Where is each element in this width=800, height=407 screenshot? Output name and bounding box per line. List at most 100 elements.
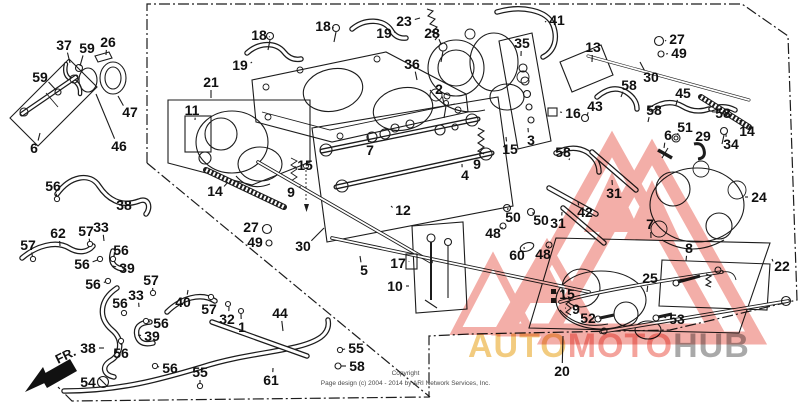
clamp-icon bbox=[142, 317, 150, 325]
part-label-38-24: 38 bbox=[80, 340, 96, 356]
leader-36-44 bbox=[414, 71, 418, 81]
part-label-43-62: 43 bbox=[587, 98, 603, 114]
part-label-9-92: 9 bbox=[572, 301, 580, 317]
part-label-47-5: 47 bbox=[122, 104, 138, 120]
part-label-12-72: 12 bbox=[395, 202, 411, 218]
automotohub-watermark-text: AUTOMOTOHUB bbox=[468, 329, 750, 363]
clamp-icon bbox=[336, 346, 344, 354]
copyright-note: Copyright Page design (c) 2004 - 2014 by… bbox=[318, 369, 493, 389]
part-label-30-71: 30 bbox=[295, 238, 311, 254]
part-label-32-30: 32 bbox=[219, 311, 235, 327]
part-label-55-28: 55 bbox=[192, 364, 208, 380]
part-label-44-31: 44 bbox=[272, 305, 288, 321]
part-label-38-8: 38 bbox=[116, 197, 132, 213]
leader-40-18 bbox=[186, 289, 189, 295]
clamp-icon bbox=[109, 255, 117, 263]
part-label-16-61: 16 bbox=[565, 105, 581, 121]
leader-46-6 bbox=[95, 93, 116, 139]
clamp-icon bbox=[96, 255, 104, 263]
part-label-56-7: 56 bbox=[45, 178, 61, 194]
part-label-59-1: 59 bbox=[79, 40, 95, 56]
leader-6-4 bbox=[37, 132, 41, 141]
part-label-58-55: 58 bbox=[715, 105, 731, 121]
clamp-icon bbox=[104, 277, 112, 285]
leader-59-3 bbox=[48, 81, 57, 91]
clamp-icon bbox=[120, 309, 128, 317]
part-label-34-59: 34 bbox=[723, 136, 739, 152]
copyright-line1: Copyright bbox=[391, 370, 420, 377]
part-label-49-50: 49 bbox=[671, 45, 687, 61]
part-label-58-33: 58 bbox=[349, 358, 365, 374]
part-label-23-42: 23 bbox=[396, 13, 412, 29]
part-label-50-79: 50 bbox=[533, 212, 549, 228]
part-label-39-15: 39 bbox=[119, 260, 135, 276]
part-label-56-22: 56 bbox=[153, 315, 169, 331]
leader-39-15 bbox=[112, 265, 117, 268]
part-label-19-39: 19 bbox=[232, 57, 248, 73]
leader-58-52 bbox=[620, 91, 624, 98]
leader-30-51 bbox=[639, 61, 645, 71]
part-label-41-46: 41 bbox=[549, 12, 565, 28]
leader-22-89 bbox=[771, 258, 774, 262]
part-label-14-60: 14 bbox=[739, 123, 755, 139]
leader-37-0 bbox=[66, 52, 71, 64]
part-label-15-65: 15 bbox=[502, 141, 518, 157]
part-label-29-58: 29 bbox=[695, 128, 711, 144]
part-label-56-20: 56 bbox=[112, 295, 128, 311]
part-label-14-37: 14 bbox=[207, 183, 223, 199]
leader-27-49 bbox=[664, 39, 667, 42]
clamp-icon bbox=[149, 289, 157, 297]
part-label-6-4: 6 bbox=[30, 140, 38, 156]
carburetor-top bbox=[427, 28, 530, 113]
leader-38-8 bbox=[107, 198, 114, 203]
part-label-56-26: 56 bbox=[162, 360, 178, 376]
watermark-seg-auto: AUTO bbox=[468, 327, 568, 365]
part-label-27-49: 27 bbox=[669, 31, 685, 47]
leader-6-57 bbox=[663, 142, 666, 149]
clamp-icon bbox=[29, 255, 37, 263]
leader-12-72 bbox=[390, 205, 393, 208]
leader-44-31 bbox=[281, 320, 284, 332]
part-label-7-66: 7 bbox=[366, 142, 374, 158]
part-label-40-18: 40 bbox=[175, 294, 191, 310]
part-label-17-74: 17 bbox=[390, 255, 406, 271]
part-label-55-32: 55 bbox=[348, 340, 364, 356]
part-label-21-35: 21 bbox=[203, 74, 219, 90]
part-label-61-34: 61 bbox=[263, 372, 279, 388]
part-label-36-44: 36 bbox=[404, 56, 420, 72]
part-label-58-54: 58 bbox=[646, 102, 662, 118]
part-label-56-25: 56 bbox=[113, 345, 129, 361]
part-label-33-12: 33 bbox=[93, 219, 109, 235]
part-label-2-45: 2 bbox=[435, 81, 443, 97]
part-label-62-9: 62 bbox=[50, 225, 66, 241]
part-label-8-88: 8 bbox=[685, 240, 693, 256]
leader-47-5 bbox=[117, 95, 124, 106]
leader-28-43 bbox=[438, 38, 442, 45]
part-label-11-36: 11 bbox=[184, 102, 200, 118]
clamp-icon bbox=[151, 362, 159, 370]
clamp-icon bbox=[117, 337, 125, 345]
part-label-33-21: 33 bbox=[128, 287, 144, 303]
clamp-icon bbox=[53, 195, 61, 203]
part-label-57-11: 57 bbox=[78, 223, 94, 239]
part-label-6-57: 6 bbox=[664, 127, 672, 143]
part-label-20-95: 20 bbox=[554, 363, 570, 379]
leader-23-42 bbox=[414, 17, 421, 21]
part-label-50-78: 50 bbox=[505, 209, 521, 225]
part-label-56-14: 56 bbox=[74, 256, 90, 272]
leader-58-63 bbox=[568, 158, 571, 161]
part-label-19-41: 19 bbox=[376, 25, 392, 41]
leader-25-90 bbox=[646, 285, 649, 293]
part-label-35-47: 35 bbox=[514, 35, 530, 51]
leader-43-62 bbox=[586, 112, 589, 117]
part-label-49-70: 49 bbox=[247, 234, 263, 250]
part-label-30-51: 30 bbox=[643, 69, 659, 85]
part-label-53-94: 53 bbox=[669, 311, 685, 327]
part-label-48-80: 48 bbox=[485, 225, 501, 241]
leader-5-73 bbox=[359, 255, 362, 263]
part-label-60-81: 60 bbox=[509, 247, 525, 263]
part-label-22-89: 22 bbox=[774, 258, 790, 274]
part-label-5-73: 5 bbox=[360, 262, 368, 278]
part-label-9-68: 9 bbox=[287, 184, 295, 200]
